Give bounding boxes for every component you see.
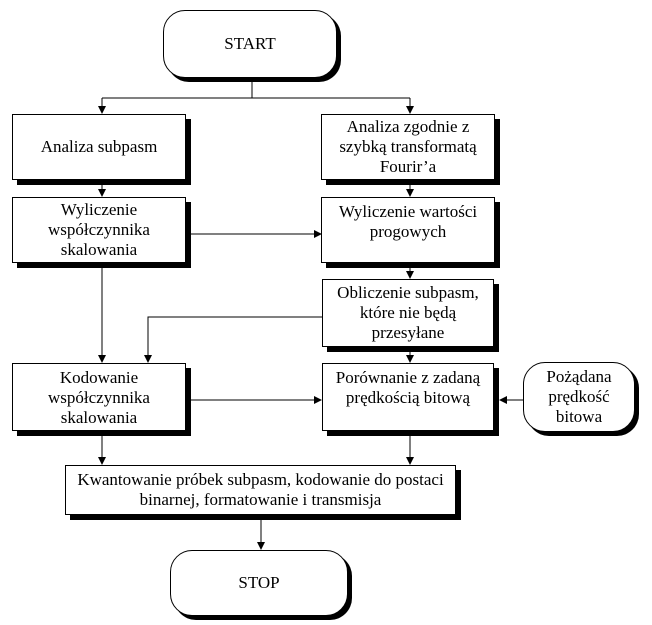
- obliczenie-node: Obliczenie subpasm, które nie będą przes…: [322, 279, 494, 347]
- wyliczenie-wsp-label: Wyliczenie współczynnika skalowania: [48, 200, 150, 259]
- pozadana-node: Pożądana prędkość bitowa: [523, 362, 635, 432]
- analiza-subpasm-label: Analiza subpasm: [40, 137, 158, 156]
- obliczenie-label: Obliczenie subpasm, które nie będą przes…: [337, 283, 479, 342]
- porownanie-node: Porównanie z zadaną prędkością bitową: [322, 363, 494, 431]
- kodowanie-node: Kodowanie współczynnika skalowania: [12, 363, 186, 431]
- kwantowanie-node: Kwantowanie próbek subpasm, kodowanie do…: [65, 465, 456, 515]
- stop-label: STOP: [238, 573, 280, 592]
- arrow-obliczenie-to-kodowanie: [144, 316, 322, 363]
- wyliczenie-wsp-node: Wyliczenie współczynnika skalowania: [12, 197, 186, 263]
- analiza-subpasm-node: Analiza subpasm: [12, 114, 186, 180]
- arrow-start-split: [102, 78, 410, 99]
- start-node: START: [163, 10, 337, 78]
- wyliczenie-prog-label: Wyliczenie wartości progowych: [338, 202, 478, 241]
- kodowanie-label: Kodowanie współczynnika skalowania: [48, 368, 150, 427]
- kwantowanie-label: Kwantowanie próbek subpasm, kodowanie do…: [77, 470, 444, 509]
- pozadana-label: Pożądana prędkość bitowa: [546, 367, 612, 426]
- porownanie-label: Porównanie z zadaną prędkością bitową: [335, 368, 481, 407]
- wyliczenie-prog-node: Wyliczenie wartości progowych: [321, 197, 495, 263]
- analiza-fft-label: Analiza zgodnie z szybką transformatą Fo…: [339, 117, 477, 176]
- analiza-fft-node: Analiza zgodnie z szybką transformatą Fo…: [321, 114, 495, 180]
- stop-node: STOP: [170, 550, 348, 616]
- start-label: START: [224, 34, 276, 53]
